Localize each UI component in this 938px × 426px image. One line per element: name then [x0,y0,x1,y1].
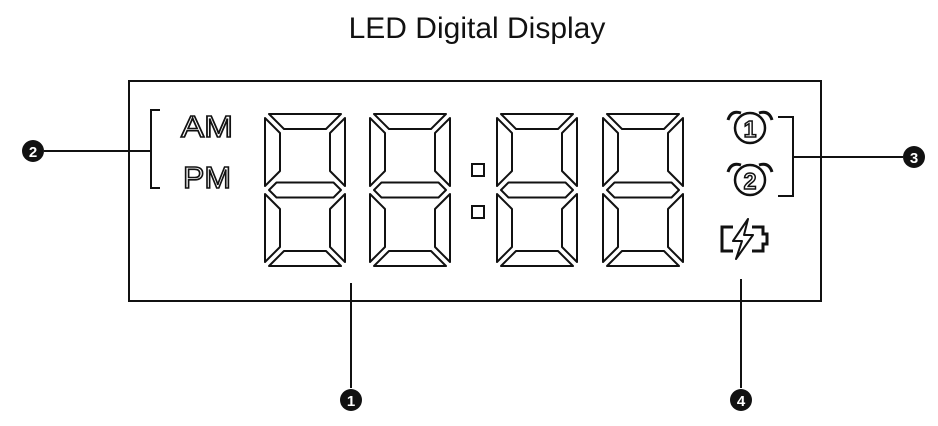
segment-g [268,181,342,199]
segment-e [602,193,619,263]
callout-1-number: 1 [347,393,355,410]
segment-d [500,250,574,267]
display-frame [128,80,822,302]
segment-e [369,193,386,263]
segment-a [373,113,447,130]
callout-3-number: 3 [910,150,918,167]
segment-b [329,117,346,187]
segment-g [500,181,574,199]
segment-f [369,117,386,187]
segment-c [329,193,346,263]
colon-dot-upper [471,163,485,177]
segment-c [667,193,684,263]
alarm-1-number: 1 [744,116,757,142]
segment-b [561,117,578,187]
segment-d [268,250,342,267]
lightning-bolt-icon [732,218,754,260]
digit-1 [264,113,346,267]
callout-1-marker [340,389,362,411]
callout-2-number: 2 [29,144,37,161]
digit-3 [496,113,578,267]
segment-f [602,117,619,187]
segment-a [606,113,680,130]
colon-separator [471,163,485,219]
segment-d [606,250,680,267]
callout-4-marker [730,389,752,411]
alarm-1-icon: 1 [726,110,774,145]
segment-b [667,117,684,187]
charging-icon [720,218,769,260]
segment-c [434,193,451,263]
segment-f [496,117,513,187]
callout-4-number: 4 [737,393,746,410]
pm-label: PM [183,160,231,195]
segment-d [373,250,447,267]
segment-c [561,193,578,263]
segment-a [268,113,342,130]
digit-4 [602,113,684,267]
callout-3-marker [903,146,925,168]
segment-g [606,181,680,199]
segment-f [264,117,281,187]
segment-e [496,193,513,263]
am-label: AM [181,109,233,144]
alarm-2-icon: 2 [726,162,774,197]
segment-b [434,117,451,187]
digit-2 [369,113,451,267]
segment-a [500,113,574,130]
time-digits [264,113,684,267]
am-pm-bracket [150,109,160,189]
colon-dot-lower [471,205,485,219]
diagram-title: LED Digital Display [349,12,606,45]
alarm-bracket [778,116,794,197]
callout-2-marker [22,140,44,162]
segment-g [373,181,447,199]
alarm-2-number: 2 [744,168,757,194]
segment-e [264,193,281,263]
